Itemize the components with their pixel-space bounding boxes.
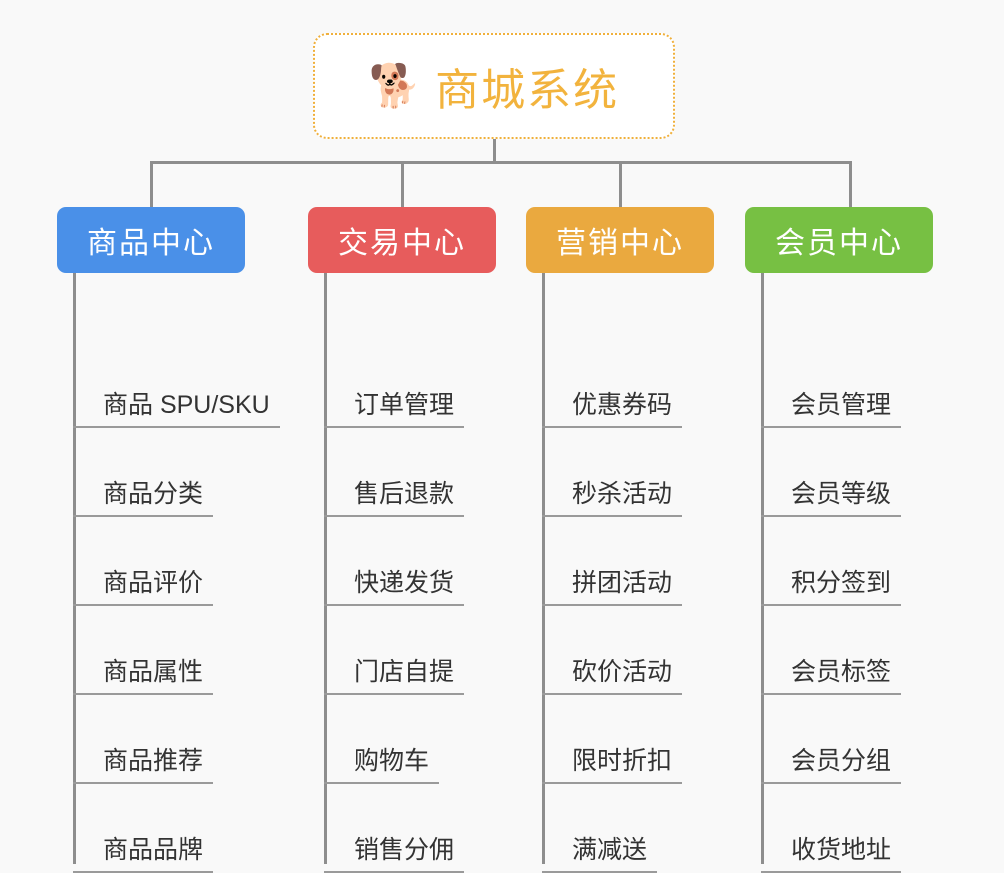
category-title: 商品中心 [87, 218, 215, 262]
category-header-product-center[interactable]: 商品中心 [57, 207, 245, 273]
leaf-label: 订单管理 [324, 392, 464, 429]
list-item[interactable]: 优惠券码 [542, 339, 682, 428]
list-item[interactable]: 砍价活动 [542, 606, 682, 695]
leaf-label: 商品属性 [73, 659, 213, 696]
branch-drop-line-1 [150, 161, 153, 207]
category-header-member-center[interactable]: 会员中心 [745, 207, 933, 273]
category-title: 会员中心 [775, 218, 903, 262]
list-item[interactable]: 积分签到 [761, 517, 901, 606]
leaf-label: 商品评价 [73, 570, 213, 607]
list-item[interactable]: 会员标签 [761, 606, 901, 695]
leaf-label: 会员等级 [761, 481, 901, 518]
leaf-label: 会员分组 [761, 748, 901, 785]
list-item[interactable]: 商品分类 [73, 428, 213, 517]
leaf-label: 购物车 [324, 748, 439, 785]
branch-drop-line-2 [401, 161, 404, 207]
root-title: 商城系统 [435, 54, 619, 118]
leaf-label: 拼团活动 [542, 570, 682, 607]
list-item[interactable]: 销售分佣 [324, 784, 464, 873]
list-item[interactable]: 商品 SPU/SKU [73, 339, 280, 428]
leaf-label: 快递发货 [324, 570, 464, 607]
list-item[interactable]: 售后退款 [324, 428, 464, 517]
list-item[interactable]: 会员管理 [761, 339, 901, 428]
root-node[interactable]: 🐕 商城系统 [313, 33, 675, 139]
category-title: 交易中心 [338, 218, 466, 262]
list-item[interactable]: 收货地址 [761, 784, 901, 873]
root-stem-line [493, 139, 496, 163]
list-item[interactable]: 商品推荐 [73, 695, 213, 784]
list-item[interactable]: 快递发货 [324, 517, 464, 606]
leaf-label: 会员管理 [761, 392, 901, 429]
list-item[interactable]: 会员分组 [761, 695, 901, 784]
shiba-dog-face-icon: 🐕 [369, 65, 421, 107]
column-product-center: 商品中心 商品 SPU/SKU 商品分类 商品评价 商品属性 商品推荐 商品品牌 [57, 207, 245, 273]
leaf-label: 会员标签 [761, 659, 901, 696]
leaf-label: 砍价活动 [542, 659, 682, 696]
branch-drop-line-4 [849, 161, 852, 207]
list-item[interactable]: 购物车 [324, 695, 439, 784]
leaf-label: 门店自提 [324, 659, 464, 696]
leaf-label: 优惠券码 [542, 392, 682, 429]
list-item[interactable]: 限时折扣 [542, 695, 682, 784]
leaf-label: 商品 SPU/SKU [73, 392, 280, 429]
branch-bus-line [150, 161, 852, 164]
column-marketing-center: 营销中心 优惠券码 秒杀活动 拼团活动 砍价活动 限时折扣 满减送 [526, 207, 714, 273]
leaf-label: 销售分佣 [324, 837, 464, 873]
list-item[interactable]: 商品品牌 [73, 784, 213, 873]
list-item[interactable]: 秒杀活动 [542, 428, 682, 517]
leaf-label: 限时折扣 [542, 748, 682, 785]
list-item[interactable]: 会员等级 [761, 428, 901, 517]
list-item[interactable]: 订单管理 [324, 339, 464, 428]
leaf-label: 商品推荐 [73, 748, 213, 785]
column-member-center: 会员中心 会员管理 会员等级 积分签到 会员标签 会员分组 收货地址 [745, 207, 933, 273]
list-item[interactable]: 满减送 [542, 784, 657, 873]
leaf-label: 积分签到 [761, 570, 901, 607]
category-header-trade-center[interactable]: 交易中心 [308, 207, 496, 273]
leaf-label: 满减送 [542, 837, 657, 873]
category-header-marketing-center[interactable]: 营销中心 [526, 207, 714, 273]
list-item[interactable]: 商品评价 [73, 517, 213, 606]
mindmap-canvas: 🐕 商城系统 商品中心 商品 SPU/SKU 商品分类 商品评价 商品属性 [0, 0, 1004, 840]
list-item[interactable]: 商品属性 [73, 606, 213, 695]
leaf-label: 商品分类 [73, 481, 213, 518]
list-item[interactable]: 门店自提 [324, 606, 464, 695]
list-item[interactable]: 拼团活动 [542, 517, 682, 606]
branch-drop-line-3 [619, 161, 622, 207]
leaf-label: 售后退款 [324, 481, 464, 518]
leaf-label: 秒杀活动 [542, 481, 682, 518]
category-title: 营销中心 [556, 218, 684, 262]
leaf-label: 商品品牌 [73, 837, 213, 873]
leaf-label: 收货地址 [761, 837, 901, 873]
column-trade-center: 交易中心 订单管理 售后退款 快递发货 门店自提 购物车 销售分佣 [308, 207, 496, 273]
